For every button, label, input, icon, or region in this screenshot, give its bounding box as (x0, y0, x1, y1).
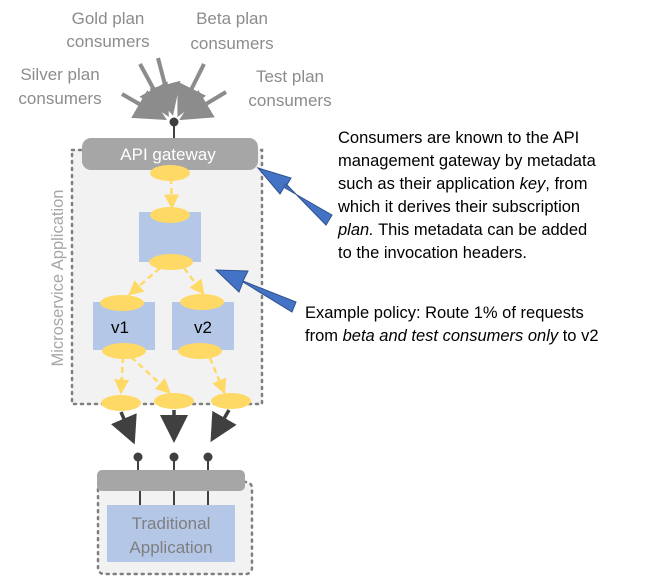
microservice-boundary-label: Microservice Application (49, 190, 67, 367)
svg-text:consumers: consumers (248, 91, 331, 110)
svg-text:consumers: consumers (190, 34, 273, 53)
consumer-gold-label: Gold plan consumers (66, 9, 149, 51)
svg-text:Gold plan: Gold plan (72, 9, 145, 28)
traffic-flows (114, 177, 227, 395)
callout-arrow-policy (214, 269, 297, 313)
service-v1-label: v1 (111, 318, 129, 337)
svg-text:to the invocation headers.: to the invocation headers. (338, 244, 527, 262)
svg-text:plan. This metadata can be add: plan. This metadata can be added (337, 221, 587, 239)
svg-text:consumers: consumers (18, 89, 101, 108)
consumer-test-label: Test plan consumers (248, 67, 331, 110)
outbound-arrows (110, 409, 237, 445)
callout-arrow-gateway (256, 167, 333, 226)
traditional-gateway-links (139, 491, 209, 505)
svg-text:Example policy: Route 1% of re: Example policy: Route 1% of requests (305, 304, 584, 322)
svg-text:Consumers are known to the API: Consumers are known to the API (338, 129, 579, 147)
traditional-application[interactable] (107, 505, 235, 562)
svg-text:consumers: consumers (66, 32, 149, 51)
consumer-silver-label: Silver plan consumers (18, 65, 101, 108)
traditional-gateway-ports (133, 452, 213, 473)
note-policy: Example policy: Route 1% of requests fro… (305, 304, 599, 345)
svg-text:which it derives their subscri: which it derives their subscription (337, 198, 580, 216)
service-v2[interactable] (172, 302, 234, 350)
service-v2-label: v2 (194, 318, 212, 337)
gateway-input-port (169, 117, 179, 127)
svg-text:Test plan: Test plan (256, 67, 324, 86)
api-gateway[interactable] (82, 138, 258, 170)
note-gateway: Consumers are known to the API managemen… (337, 129, 597, 262)
traditional-application-label-2: Application (129, 538, 212, 557)
api-gateway-label: API gateway (120, 145, 216, 164)
svg-text:from beta and test consumers o: from beta and test consumers only to v2 (305, 327, 599, 345)
svg-text:Silver plan: Silver plan (20, 65, 99, 84)
traditional-application-label-1: Traditional (132, 514, 211, 533)
svg-text:such as their application key,: such as their application key, from (338, 175, 587, 193)
consumer-beta-label: Beta plan consumers (190, 9, 273, 53)
svg-text:Beta plan: Beta plan (196, 9, 268, 28)
endpoint-nodes (100, 165, 251, 411)
traditional-gateway[interactable] (97, 470, 245, 491)
svg-text:management gateway by metadata: management gateway by metadata (338, 152, 597, 170)
consumer-arrows (120, 57, 228, 121)
